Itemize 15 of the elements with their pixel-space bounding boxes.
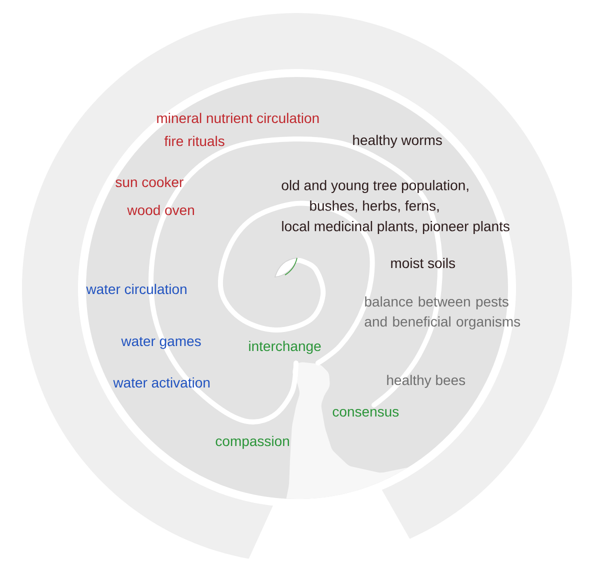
bed-label: sun cooker (116, 176, 184, 188)
bed-label: water games (121, 336, 201, 349)
bed-label: healthy bees (387, 374, 466, 388)
bed-label: moist soils (391, 258, 456, 268)
bed-label: water activation (113, 377, 210, 388)
bed-label: healthy worms (353, 134, 442, 148)
bed-label: water circulation (86, 284, 186, 294)
bed-label: old and young tree population, bushes, herbs, ferns, local medicinal plants, pioneer plants (282, 180, 510, 234)
bed-label: mineral nutrient circulation (157, 112, 319, 124)
bed-label: compassion (216, 436, 289, 449)
bed-label: wood oven (127, 204, 194, 216)
bed-label: balance between pests and beneficial organisms (364, 296, 520, 330)
bed-label: interchange (249, 340, 321, 354)
bed-label: fire rituals (164, 136, 224, 146)
bed-label: consensus (332, 408, 399, 417)
